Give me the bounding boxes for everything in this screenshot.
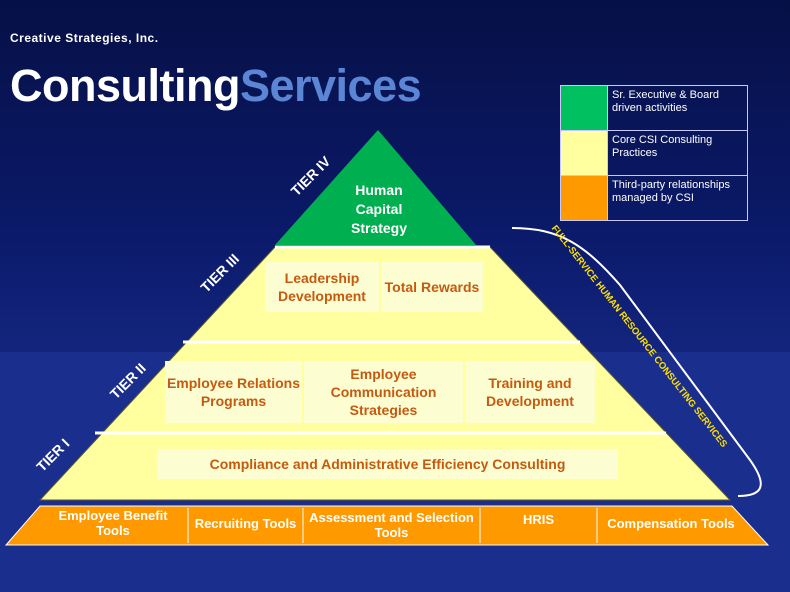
legend-item: Sr. Executive & Board driven activities (561, 86, 747, 130)
legend-swatch-orange (561, 176, 608, 220)
legend-swatch-yellow (561, 131, 608, 175)
legend-label: Sr. Executive & Board driven activities (612, 89, 719, 114)
base-tool-assessment: Assessment and Selection Tools (309, 510, 474, 540)
service-bracket (511, 227, 762, 497)
tier3-item-leadership: Leadership Development (265, 262, 379, 312)
pyramid-base (4, 505, 770, 546)
page-title: ConsultingServices (10, 58, 422, 114)
tier2-item-training: Training and Development (465, 361, 595, 423)
tier2-item-communication: Employee Communication Strategies (304, 361, 463, 423)
legend-swatch-green (561, 86, 608, 130)
base-tool-hris: HRIS (522, 511, 555, 527)
legend-label: Third-party relationships managed by CSI (612, 179, 730, 204)
legend-item: Third-party relationships managed by CSI (561, 175, 747, 220)
tier1-item-compliance: Compliance and Administrative Efficiency… (157, 449, 618, 479)
company-name: Creative Strategies, Inc. (10, 31, 159, 45)
legend: Sr. Executive & Board driven activities … (560, 85, 748, 221)
legend-label: Core CSI Consulting Practices (612, 134, 713, 159)
base-tool-compensation: Compensation Tools (607, 515, 735, 531)
tier2-item-relations: Employee Relations Programs (165, 361, 302, 423)
tier3-item-rewards: Total Rewards (381, 262, 483, 312)
title-part-1: Consulting (10, 60, 240, 111)
base-tool-recruiting: Recruiting Tools (194, 515, 297, 531)
pyramid-apex (275, 130, 476, 245)
title-part-2: Services (239, 60, 422, 111)
base-tool-benefits: Employee Benefit Tools (58, 508, 168, 538)
legend-item: Core CSI Consulting Practices (561, 130, 747, 175)
apex-label: Human Capital Strategy (350, 182, 408, 236)
